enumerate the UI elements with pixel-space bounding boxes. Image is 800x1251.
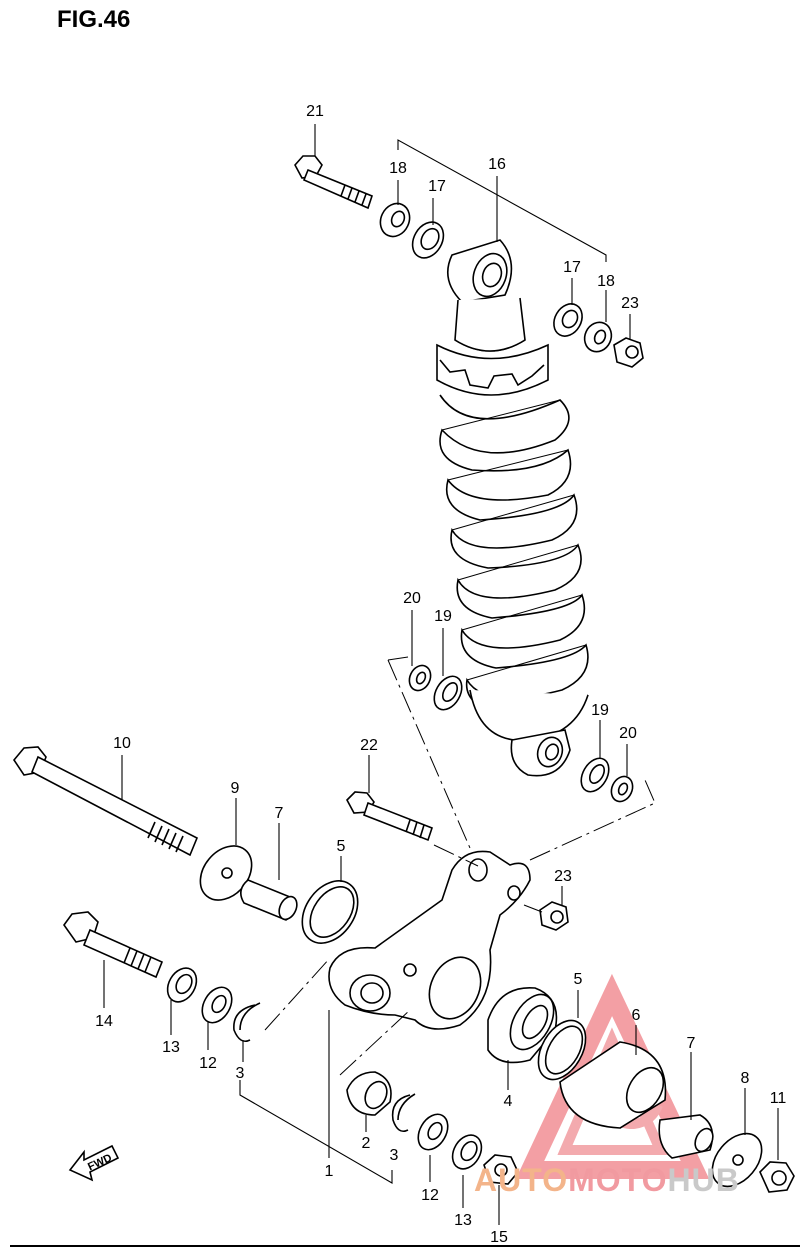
callout-5b: 5 [574, 971, 583, 988]
callout-8: 8 [741, 1070, 750, 1087]
callout-22: 22 [360, 737, 378, 754]
bolt-22 [346, 791, 433, 842]
bushing-2 [346, 1071, 392, 1116]
callout-labels: 21 18 17 16 17 18 23 20 19 19 20 10 9 7 … [95, 103, 786, 1246]
callout-4: 4 [504, 1093, 513, 1110]
callout-18b: 18 [597, 273, 615, 290]
rear-shock-absorber [436, 239, 589, 777]
callout-15: 15 [490, 1229, 508, 1246]
upper-nut-23 [613, 337, 644, 368]
watermark-part-1: AUTO [474, 1162, 569, 1198]
lower-washer-12 [417, 1113, 449, 1151]
pivot-shaft-6 [559, 1041, 667, 1129]
right-bushing-17 [553, 303, 583, 337]
leader-lines [103, 124, 779, 1225]
bearing-5 [301, 880, 359, 944]
lower-right-washer-20 [610, 775, 634, 803]
callout-9: 9 [231, 780, 240, 797]
left-circlip-3 [233, 1002, 261, 1043]
lever-nut-23 [539, 901, 569, 931]
lower-circlip-3 [391, 1093, 416, 1133]
fwd-label: FWD [86, 1152, 114, 1173]
callout-3b: 3 [390, 1147, 399, 1164]
watermark-text: AUTOMOTOHUB [474, 1162, 740, 1199]
callout-19: 19 [434, 608, 452, 625]
callout-18: 18 [389, 160, 407, 177]
callout-23b: 23 [554, 868, 572, 885]
callout-7b: 7 [687, 1035, 696, 1052]
nut-11 [759, 1161, 795, 1193]
callout-13: 13 [162, 1039, 180, 1056]
callout-23: 23 [621, 295, 639, 312]
fwd-arrow-icon [68, 1144, 120, 1182]
watermark-part-2: MOTO [568, 1162, 668, 1198]
callout-16: 16 [488, 156, 506, 173]
bolt-14 [63, 911, 164, 979]
watermark-part-3: HUB [667, 1162, 740, 1198]
upper-bushing-17 [411, 221, 445, 259]
callout-21: 21 [306, 103, 324, 120]
callout-6: 6 [632, 1007, 641, 1024]
left-bushing-13 [166, 967, 198, 1003]
callout-11: 11 [770, 1090, 787, 1107]
right-spacer-7 [658, 1114, 714, 1159]
callout-1: 1 [325, 1163, 334, 1180]
cushion-lever [328, 850, 531, 1030]
callout-2: 2 [362, 1135, 371, 1152]
callout-17: 17 [428, 178, 446, 195]
callout-10: 10 [113, 735, 131, 752]
lower-right-bushing-19 [580, 757, 610, 793]
callout-14: 14 [95, 1013, 113, 1030]
callout-13b: 13 [454, 1212, 472, 1229]
right-washer-18 [583, 321, 613, 353]
callout-3: 3 [236, 1065, 245, 1082]
nut-15 [483, 1154, 519, 1185]
cushion-lever-bolt [13, 746, 199, 857]
callout-12b: 12 [421, 1187, 439, 1204]
callout-17b: 17 [563, 259, 581, 276]
right-bearing-5 [537, 1019, 587, 1081]
upper-washer-18 [379, 202, 411, 238]
callout-20b: 20 [619, 725, 637, 742]
lower-bushing-13 [451, 1134, 483, 1170]
callout-5: 5 [337, 838, 346, 855]
spacer-7 [240, 879, 298, 921]
washer-8 [711, 1132, 763, 1188]
center-lines [264, 656, 656, 1076]
callout-20: 20 [403, 590, 421, 607]
lower-left-bushing-19 [433, 675, 463, 711]
figure-title: FIG.46 [57, 6, 131, 33]
lower-left-washer-20 [408, 664, 432, 692]
callout-7: 7 [275, 805, 284, 822]
upper-mount-bolt [294, 155, 373, 210]
callout-12: 12 [199, 1055, 217, 1072]
left-washer-12 [201, 986, 233, 1024]
washer-9 [199, 845, 253, 901]
callout-19b: 19 [591, 702, 609, 719]
needle-bearing-4 [487, 987, 558, 1064]
